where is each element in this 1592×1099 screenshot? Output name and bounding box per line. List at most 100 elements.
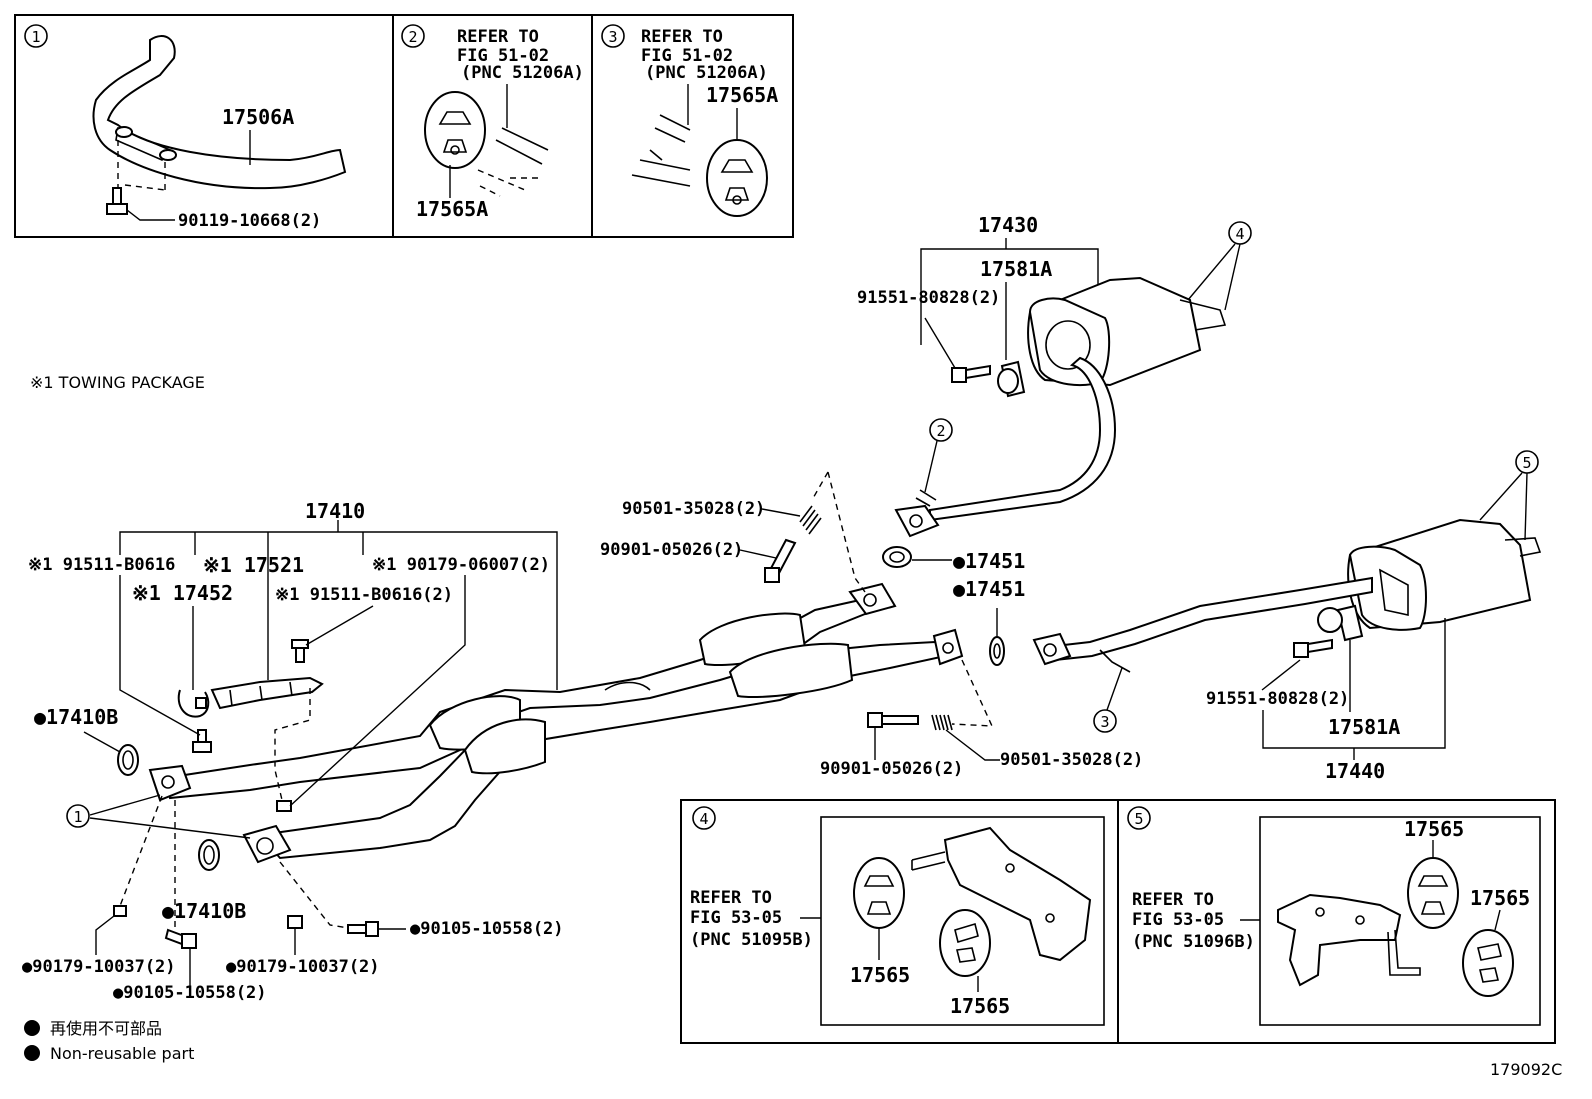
label-17565-inset5-b: 17565 xyxy=(1470,886,1530,910)
label-90501-35028-lower: 90501-35028(2) xyxy=(1000,750,1143,770)
legend-bullet-jp xyxy=(24,1020,40,1036)
hanger-17565-inset4-a[interactable] xyxy=(853,857,905,929)
label-90179-06007: ※1 90179-06007(2) xyxy=(372,555,550,575)
middle-hardware: 90501-35028(2) 90901-05026(2) ●17451 ●17… xyxy=(600,471,1143,779)
bolt-90901-05026-lower[interactable] xyxy=(867,712,919,728)
label-91511-B0616-2: ※1 91511-B0616(2) xyxy=(275,585,453,605)
label-17521: ※1 17521 xyxy=(203,553,304,577)
hanger-17565A-inset3[interactable] xyxy=(706,139,768,217)
hanger-17565-inset5-a[interactable] xyxy=(1407,857,1459,929)
inset-5-refer-line3: (PNC 51096B) xyxy=(1132,932,1255,952)
bracket-17506A[interactable] xyxy=(92,35,347,190)
inset-4: 4 REFER TO FIG 53-05 (PNC 51095B) 17565 … xyxy=(690,806,1105,1026)
inset-5-number-circle xyxy=(1127,806,1151,830)
label-90901-05026-lower: 90901-05026(2) xyxy=(820,759,963,779)
clamp-17452[interactable] xyxy=(177,689,210,718)
inset-2-number-circle xyxy=(401,24,425,48)
bracket-inset4[interactable] xyxy=(911,826,1092,962)
label-17452: ※1 17452 xyxy=(132,581,233,605)
hanger-17565-inset5-b[interactable] xyxy=(1462,929,1514,997)
front-pipe-17410[interactable] xyxy=(148,582,964,864)
inset-2-number: 2 xyxy=(408,28,417,46)
hanger-17565A-inset2[interactable] xyxy=(424,91,486,169)
bolt-91511-B0616[interactable] xyxy=(192,729,212,753)
bolt-91551-80828-upper[interactable] xyxy=(951,364,991,383)
spring-90501-35028-upper[interactable] xyxy=(799,505,822,535)
towing-package-note: ※1 TOWING PACKAGE xyxy=(30,373,205,392)
label-91551-80828-lower: 91551-80828(2) xyxy=(1206,689,1349,709)
inset-3-refer-line3: (PNC 51206A) xyxy=(645,63,768,83)
label-17410: 17410 xyxy=(305,499,365,523)
nut-90179-06007[interactable] xyxy=(276,800,292,812)
label-90179-10037-left: ●90179-10037(2) xyxy=(22,957,176,977)
front-pipe-labels: 17410 ※1 91511-B0616 ※1 17521 ※1 90179-0… xyxy=(22,499,564,1003)
callout-4-number: 4 xyxy=(1235,225,1244,243)
spring-90501-35028-lower[interactable] xyxy=(931,714,953,731)
center-muffler-17430[interactable] xyxy=(894,276,1227,538)
label-90105-10558-right: ●90105-10558(2) xyxy=(410,919,564,939)
nut-90179-10037-left[interactable] xyxy=(113,905,127,917)
inset-2: 2 REFER TO FIG 51-02 (PNC 51206A) 17565A xyxy=(401,24,584,221)
label-90179-10037-right: ●90179-10037(2) xyxy=(226,957,380,977)
callout-3-circle xyxy=(1093,709,1117,733)
inset-5-refer-line2: FIG 53-05 xyxy=(1132,910,1224,930)
bracket-17581A-upper[interactable] xyxy=(997,360,1026,398)
inset-2-refer-line1: REFER TO xyxy=(457,27,539,47)
label-90119-10668: 90119-10668(2) xyxy=(178,211,321,231)
callout-1-number: 1 xyxy=(73,808,82,826)
figure-code: 179092C xyxy=(1490,1060,1562,1079)
legend-en-text: Non-reusable part xyxy=(50,1044,194,1063)
nut-90179-10037-right[interactable] xyxy=(287,915,303,929)
rear-muffler-labels: 5 3 91551-80828(2) 17581A 17440 xyxy=(1093,450,1539,783)
bolt-90119-10668[interactable] xyxy=(106,187,128,215)
bolt-91551-80828-lower[interactable] xyxy=(1293,638,1333,658)
bracket-17581A-lower[interactable] xyxy=(1317,604,1364,642)
gasket-17410B-upper[interactable] xyxy=(117,744,139,776)
callout-1-circle xyxy=(66,804,90,828)
label-17451-lower: ●17451 xyxy=(953,577,1025,601)
label-90901-05026-upper: 90901-05026(2) xyxy=(600,540,743,560)
label-17581A-upper: 17581A xyxy=(980,257,1052,281)
callout-2-number: 2 xyxy=(936,422,945,440)
label-17581A-lower: 17581A xyxy=(1328,715,1400,739)
label-17506A: 17506A xyxy=(222,105,294,129)
bracket-inset5[interactable] xyxy=(1277,893,1421,987)
inset-4-refer-line1: REFER TO xyxy=(690,888,772,908)
inset-1-number: 1 xyxy=(31,28,40,46)
inset-3-refer-line1: REFER TO xyxy=(641,27,723,47)
inset-2-refer-line2: FIG 51-02 xyxy=(457,46,549,66)
bolt-90105-10558-right[interactable] xyxy=(347,921,379,937)
gasket-17451-upper[interactable] xyxy=(882,546,912,568)
label-91551-80828-upper: 91551-80828(2) xyxy=(857,288,1000,308)
heat-shield-17521 xyxy=(210,676,324,710)
legend-bullet-en xyxy=(24,1045,40,1061)
callout-2-circle xyxy=(929,418,953,442)
label-17430: 17430 xyxy=(978,213,1038,237)
gasket-17410B-lower[interactable] xyxy=(198,839,220,871)
legend: 再使用不可部品 Non-reusable part xyxy=(24,1019,194,1063)
bolt-90901-05026-upper[interactable] xyxy=(764,538,797,583)
label-17565-inset5-a: 17565 xyxy=(1404,817,1464,841)
inset-row-frame xyxy=(14,14,794,238)
inset-row-bottom xyxy=(680,799,1556,1044)
label-17440: 17440 xyxy=(1325,759,1385,783)
inset-4-refer-line3: (PNC 51095B) xyxy=(690,930,813,950)
inset-3: 3 REFER TO FIG 51-02 (PNC 51206A) 17565A xyxy=(601,24,778,217)
gasket-17451-lower[interactable] xyxy=(989,636,1005,666)
label-17565A-inset3: 17565A xyxy=(706,83,778,107)
legend-jp-text: 再使用不可部品 xyxy=(50,1019,162,1038)
callout-5-number: 5 xyxy=(1522,454,1531,472)
inset-1-number-circle xyxy=(24,24,48,48)
label-17565-inset4-b: 17565 xyxy=(950,994,1010,1018)
inset-5-number: 5 xyxy=(1134,810,1143,828)
inset-4-number: 4 xyxy=(699,810,708,828)
label-90501-35028-upper: 90501-35028(2) xyxy=(622,499,765,519)
hanger-17565-inset4-b[interactable] xyxy=(939,909,991,977)
label-17410B-upper: ●17410B xyxy=(34,705,118,729)
inset-row-top xyxy=(14,14,794,238)
bolt-90105-10558-left[interactable] xyxy=(164,928,197,949)
rear-muffler-17440[interactable] xyxy=(1032,518,1542,673)
label-17410B-lower: ●17410B xyxy=(162,899,246,923)
inset-3-number: 3 xyxy=(608,28,617,46)
bolt-91511-B0616-2[interactable] xyxy=(291,639,309,663)
